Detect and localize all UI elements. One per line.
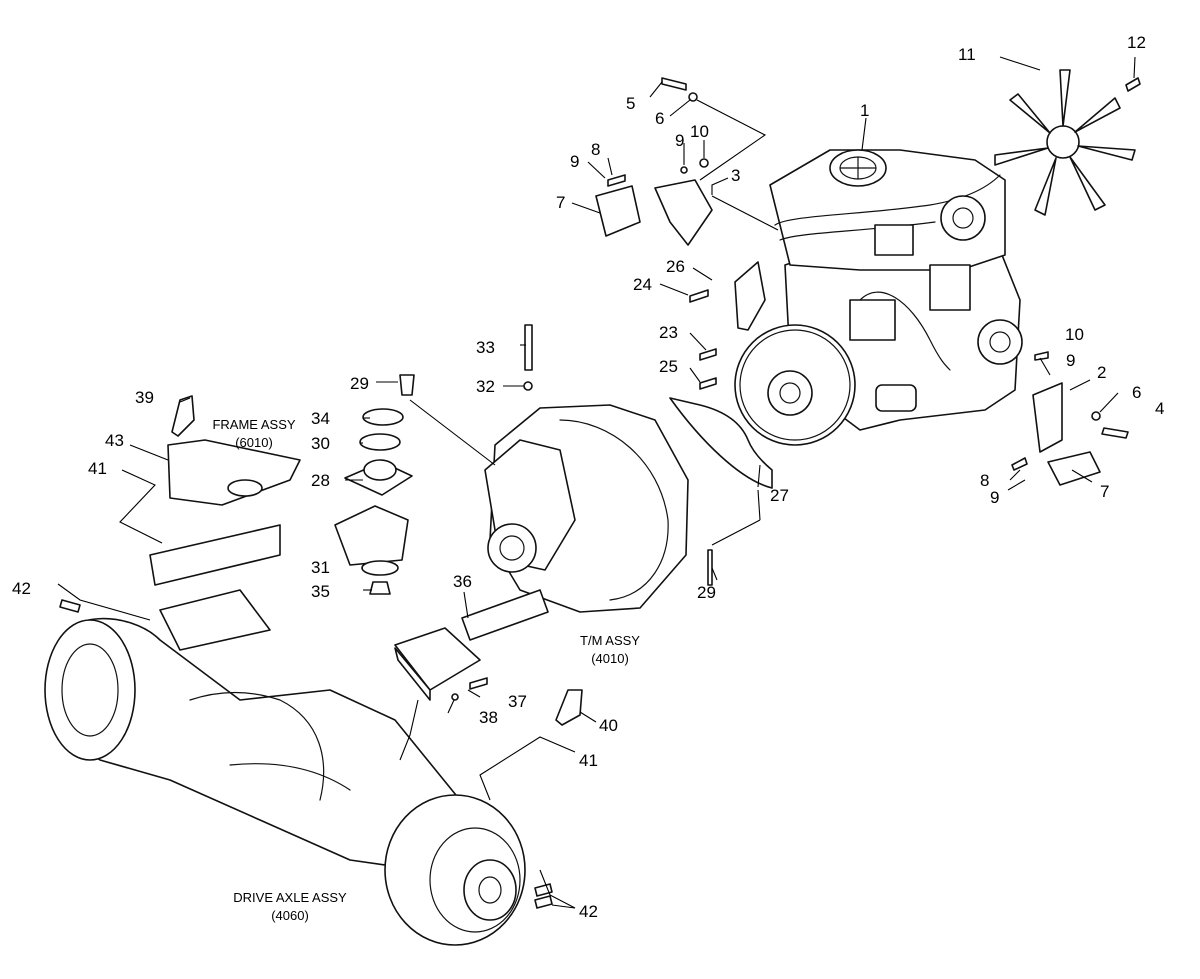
callout-39: 39	[135, 388, 154, 407]
frame-assy-code: (6010)	[235, 435, 273, 450]
engine-mount-bracket-right	[1032, 382, 1101, 486]
callout-11: 11	[958, 45, 976, 64]
callout-31: 31	[311, 558, 330, 577]
callout-43: 43	[105, 431, 124, 450]
callout-12: 12	[1127, 33, 1146, 52]
callout-numbers: 1 2 3 4 5 6 6 7 7 8 8 9 9 9 9 10 10 11 1…	[12, 33, 1164, 921]
callout-1: 1	[860, 101, 869, 120]
engine-assembly-drawing	[734, 149, 1023, 446]
callout-35: 35	[311, 582, 330, 601]
tm-assy-code: (4010)	[591, 651, 629, 666]
leader-lines	[57, 56, 1136, 909]
callout-8: 8	[591, 140, 600, 159]
drive-axle-assy-label: DRIVE AXLE ASSY	[233, 890, 347, 905]
callout-29: 29	[350, 374, 369, 393]
callout-38: 38	[479, 708, 498, 727]
callout-8: 8	[980, 471, 989, 490]
callout-42: 42	[579, 902, 598, 921]
tm-assy-label: T/M ASSY	[580, 633, 640, 648]
callout-10: 10	[1065, 325, 1084, 344]
frame-member	[149, 439, 301, 651]
transmission-mount-stack	[334, 408, 413, 595]
callout-27: 27	[770, 486, 789, 505]
callout-10: 10	[690, 122, 709, 141]
callout-41: 41	[579, 751, 598, 770]
callout-6: 6	[1132, 383, 1141, 402]
callout-25: 25	[659, 357, 678, 376]
callout-36: 36	[453, 572, 472, 591]
engine-mount-bracket-left	[595, 179, 713, 246]
callout-9: 9	[1066, 351, 1075, 370]
transmission-assembly-drawing	[484, 404, 689, 613]
drive-shaft-36	[394, 589, 549, 701]
callout-4: 4	[1155, 399, 1164, 418]
callout-40: 40	[599, 716, 618, 735]
callout-32: 32	[476, 377, 495, 396]
assembly-labels: FRAME ASSY (6010) T/M ASSY (4010) DRIVE …	[212, 417, 640, 923]
callout-24: 24	[633, 275, 652, 294]
callout-41: 41	[88, 459, 107, 478]
callout-6: 6	[655, 109, 664, 128]
cooling-fan-11	[994, 69, 1136, 216]
callout-7: 7	[1100, 482, 1109, 501]
callout-34: 34	[311, 409, 330, 428]
callout-7: 7	[556, 193, 565, 212]
fasteners	[59, 77, 1141, 909]
drive-axle-assembly-drawing	[44, 617, 526, 946]
callout-9: 9	[570, 152, 579, 171]
callout-37: 37	[508, 692, 527, 711]
frame-assy-label: FRAME ASSY	[212, 417, 295, 432]
callout-23: 23	[659, 323, 678, 342]
drive-axle-assy-code: (4060)	[271, 908, 309, 923]
callout-33: 33	[476, 338, 495, 357]
callout-9: 9	[675, 131, 684, 150]
callout-29: 29	[697, 583, 716, 602]
callout-5: 5	[626, 94, 635, 113]
callout-42: 42	[12, 579, 31, 598]
callout-3: 3	[731, 166, 740, 185]
flywheel-cover-plate-27	[669, 397, 773, 489]
callout-26: 26	[666, 257, 685, 276]
callout-9: 9	[990, 488, 999, 507]
callout-30: 30	[311, 434, 330, 453]
callout-2: 2	[1097, 363, 1106, 382]
callout-28: 28	[311, 471, 330, 490]
